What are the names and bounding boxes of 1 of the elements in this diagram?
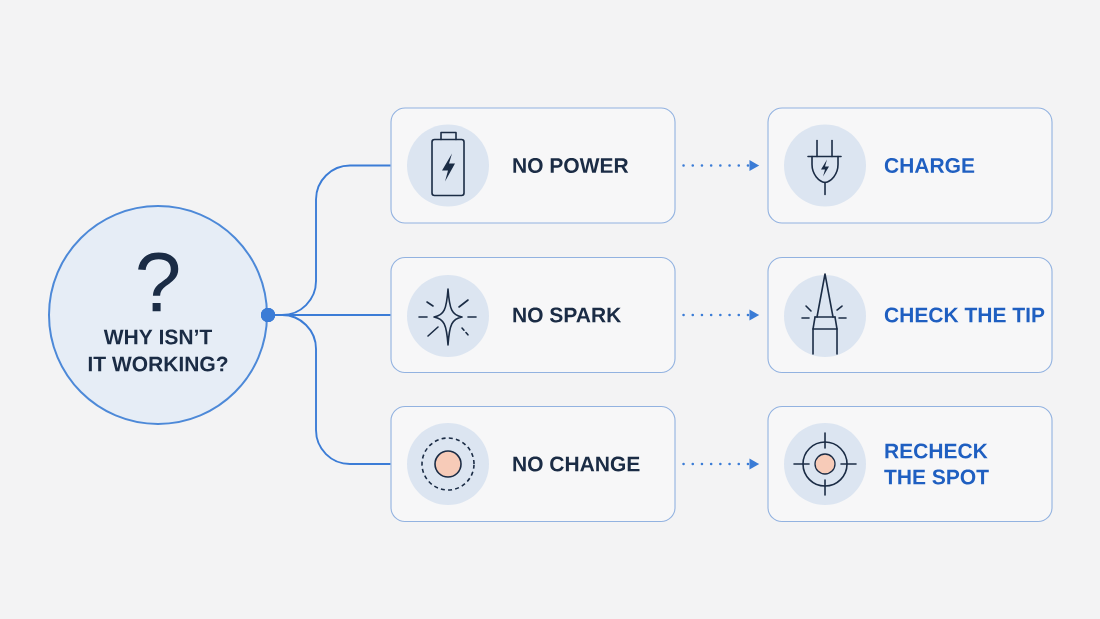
connector-line — [261, 308, 392, 465]
